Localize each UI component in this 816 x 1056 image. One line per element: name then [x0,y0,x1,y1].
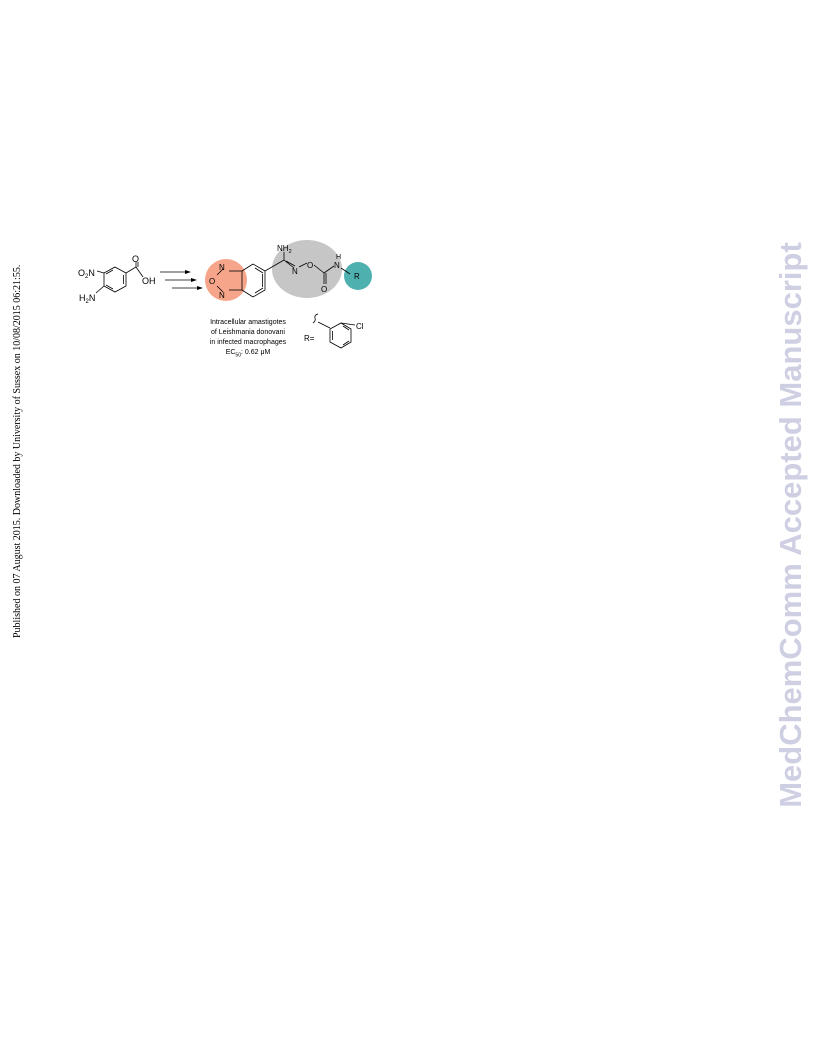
hydroxyl-label: OH [142,276,156,286]
furazan-n-bottom: N [219,291,225,300]
arrowheads [185,270,203,290]
linker-o-label: O [307,261,313,270]
amino-label: H2N [79,293,95,305]
carbonyl-o-label-product: O [321,285,327,294]
r-label: R [354,272,360,281]
furazan-o: O [209,277,215,286]
reaction-arrows [160,271,198,289]
nh-h-label: H [336,254,341,261]
product-structure [216,252,351,298]
activity-line-1: Intracellular amastigotes [210,319,286,326]
activity-line-2: of Leishmania donovani [211,329,285,336]
nh-n-label: N [334,261,340,270]
furazan-n-top: N [219,263,225,272]
activity-caption: Intracellular amastigotes of Leishmania … [192,318,304,360]
starting-material [95,262,144,294]
watermark: MedChemComm Accepted Manuscript [773,242,808,808]
r-group-structure [312,313,356,349]
r-group-label: R= [304,334,315,343]
publication-notice: Published on 07 August 2015. Downloaded … [12,264,23,638]
furazan-highlight [205,259,247,301]
oxime-n-label: N [292,267,298,276]
amidine-nh2-label: NH2 [277,244,292,255]
carbonyl-o-label: O [132,254,139,264]
chloro-label: Cl [356,322,364,331]
activity-line-3: in infected macrophages [209,339,287,346]
linker-highlight [272,240,342,298]
nitro-label: O2N [78,268,95,280]
activity-ec50: EC50: 0.62 μM [225,349,271,359]
reaction-scheme: O2N H2N O OH [78,240,372,349]
r-group-highlight [344,262,372,290]
